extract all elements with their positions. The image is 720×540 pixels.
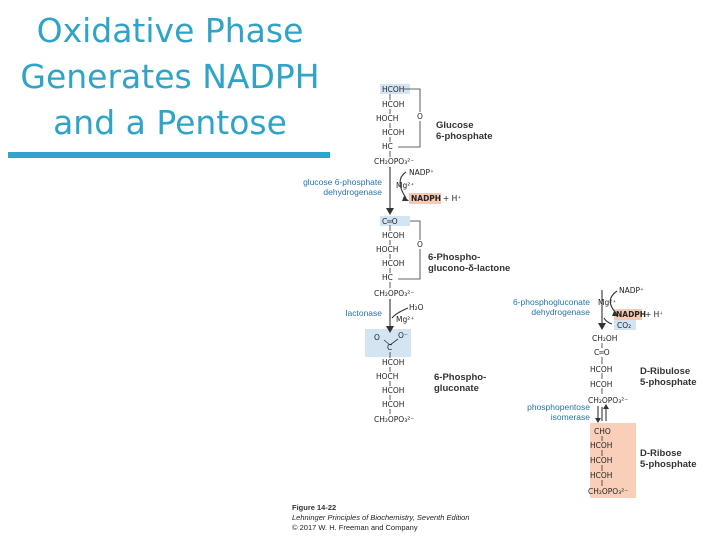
lactone-name-line-2: glucono-δ-lactone bbox=[428, 263, 511, 274]
co2-highlight bbox=[614, 320, 636, 330]
glucose6p-name-line-2: 6-phosphate bbox=[436, 131, 493, 142]
ribulose5p-name-line-1: D-Ribulose bbox=[640, 366, 691, 377]
ribose-atom-3: HCOH bbox=[590, 456, 613, 465]
g6pd-enzyme-label: glucose 6-phosphate dehydrogenase bbox=[280, 177, 382, 197]
step3-nadph: NADPH bbox=[616, 310, 647, 319]
glucose6p-name-line-1: Glucose bbox=[436, 120, 474, 131]
glucose-atom-4: HCOH bbox=[382, 128, 405, 137]
slide-title: Oxidative Phase Generates NADPH and a Pe… bbox=[0, 8, 340, 146]
lactone-atom-1: C═O bbox=[382, 217, 398, 226]
ribulose-atom-3: HCOH bbox=[590, 365, 613, 374]
ribose5p-name: D-Ribose 5-phosphate bbox=[640, 448, 696, 470]
step3-nadp: NADP⁺ bbox=[619, 286, 644, 295]
ribulose5p-name: D-Ribulose 5-phosphate bbox=[640, 366, 696, 388]
step1-mg: Mg²⁺ bbox=[396, 181, 415, 190]
gluconate-name: 6-Phospho- gluconate bbox=[434, 372, 486, 394]
lactone-atom-2: HCOH bbox=[382, 231, 405, 240]
ribose-atom-2: HCOH bbox=[590, 441, 613, 450]
lactone-name-line-1: 6-Phospho- bbox=[428, 252, 481, 263]
carboxylate-oxyanion: O⁻ bbox=[398, 331, 408, 340]
step1-nadph: NADPH bbox=[411, 194, 442, 203]
glucose-ring-oxygen: O bbox=[417, 112, 423, 121]
title-underline bbox=[8, 152, 330, 158]
gluconate-atom-6: CH₂OPO₃²⁻ bbox=[374, 415, 415, 424]
glucose-atom-2: HCOH bbox=[382, 100, 405, 109]
ribose5p-name-line-2: 5-phosphate bbox=[640, 459, 697, 470]
gluconate-atom-c1: C bbox=[387, 343, 393, 352]
ribulose5p-name-line-2: 5-phosphate bbox=[640, 377, 697, 388]
g6pd-line-2: dehydrogenase bbox=[323, 187, 382, 197]
glucose-atom-1: HCOH bbox=[382, 85, 405, 94]
glucose-atom-6: CH₂OPO₃²⁻ bbox=[374, 157, 415, 166]
lactone-name: 6-Phospho- glucono-δ-lactone bbox=[428, 252, 510, 274]
step2-mg: Mg²⁺ bbox=[396, 315, 415, 324]
gluconate-atom-3: HOCH bbox=[376, 372, 399, 381]
ribose-atom-4: HCOH bbox=[590, 471, 613, 480]
ribulose-atom-2: C═O bbox=[594, 348, 610, 357]
lactone-atom-4: HCOH bbox=[382, 259, 405, 268]
step3-proton: + H⁺ bbox=[645, 310, 664, 319]
step1-nadp: NADP⁺ bbox=[409, 168, 434, 177]
nadph-highlight-1 bbox=[409, 193, 441, 204]
title-line-1: Oxidative Phase bbox=[36, 11, 304, 50]
6pgd-line-2: dehydrogenase bbox=[531, 307, 590, 317]
ribose-atom-5: CH₂OPO₃²⁻ bbox=[588, 487, 629, 496]
figure-copyright: © 2017 W. H. Freeman and Company bbox=[292, 523, 418, 532]
lactone-atom-6: CH₂OPO₃²⁻ bbox=[374, 289, 415, 298]
title-line-3: and a Pentose bbox=[53, 103, 287, 142]
glucose-atom-3: HOCH bbox=[376, 114, 399, 123]
isomerase-line-1: phosphopentose bbox=[527, 402, 590, 412]
figure-book: Lehninger Principles of Biochemistry, Se… bbox=[292, 513, 470, 522]
nadph-highlight-2 bbox=[614, 309, 642, 320]
step3-mg: Mg²⁺ bbox=[598, 298, 617, 307]
glucose-atom-5: HC bbox=[382, 142, 393, 151]
ribose-highlight bbox=[590, 423, 636, 498]
gluconate-name-line-1: 6-Phospho- bbox=[434, 372, 487, 383]
step3-co2: CO₂ bbox=[617, 321, 632, 330]
lactone-atom-5: HC bbox=[382, 273, 393, 282]
carboxylate-oxygen: O bbox=[374, 333, 380, 342]
lactone-ring-oxygen: O bbox=[417, 240, 423, 249]
step1-proton: + H⁺ bbox=[443, 194, 462, 203]
ribulose-atom-4: HCOH bbox=[590, 380, 613, 389]
figure-caption: Figure 14-22 Lehninger Principles of Bio… bbox=[292, 503, 469, 533]
title-line-2: Generates NADPH bbox=[20, 57, 320, 96]
gluconate-atom-2: HCOH bbox=[382, 358, 405, 367]
gluconate-atom-4: HCOH bbox=[382, 386, 405, 395]
isomerase-enzyme-label: phosphopentose isomerase bbox=[508, 402, 590, 422]
lactonase-label: lactonase bbox=[345, 308, 382, 318]
ribulose-atom-1: CH₂OH bbox=[592, 334, 618, 343]
figure-label: Figure 14-22 bbox=[292, 503, 337, 512]
step2-water: H₂O bbox=[409, 303, 424, 312]
gluconate-name-line-2: gluconate bbox=[434, 383, 479, 394]
glucose6p-name: Glucose 6-phosphate bbox=[436, 120, 492, 142]
ribose5p-name-line-1: D-Ribose bbox=[640, 448, 682, 459]
g6pd-line-1: glucose 6-phosphate bbox=[303, 177, 382, 187]
ribulose-atom-5: CH₂OPO₃²⁻ bbox=[588, 396, 629, 405]
6pgd-enzyme-label: 6-phosphogluconate dehydrogenase bbox=[484, 297, 590, 317]
isomerase-line-2: isomerase bbox=[550, 412, 590, 422]
ribose-atom-1: CHO bbox=[594, 427, 611, 436]
lactone-atom-3: HOCH bbox=[376, 245, 399, 254]
glucose-c1-highlight bbox=[380, 84, 410, 94]
gluconate-atom-5: HCOH bbox=[382, 400, 405, 409]
lactone-c1-highlight bbox=[380, 216, 410, 226]
6pgd-line-1: 6-phosphogluconate bbox=[512, 297, 590, 307]
